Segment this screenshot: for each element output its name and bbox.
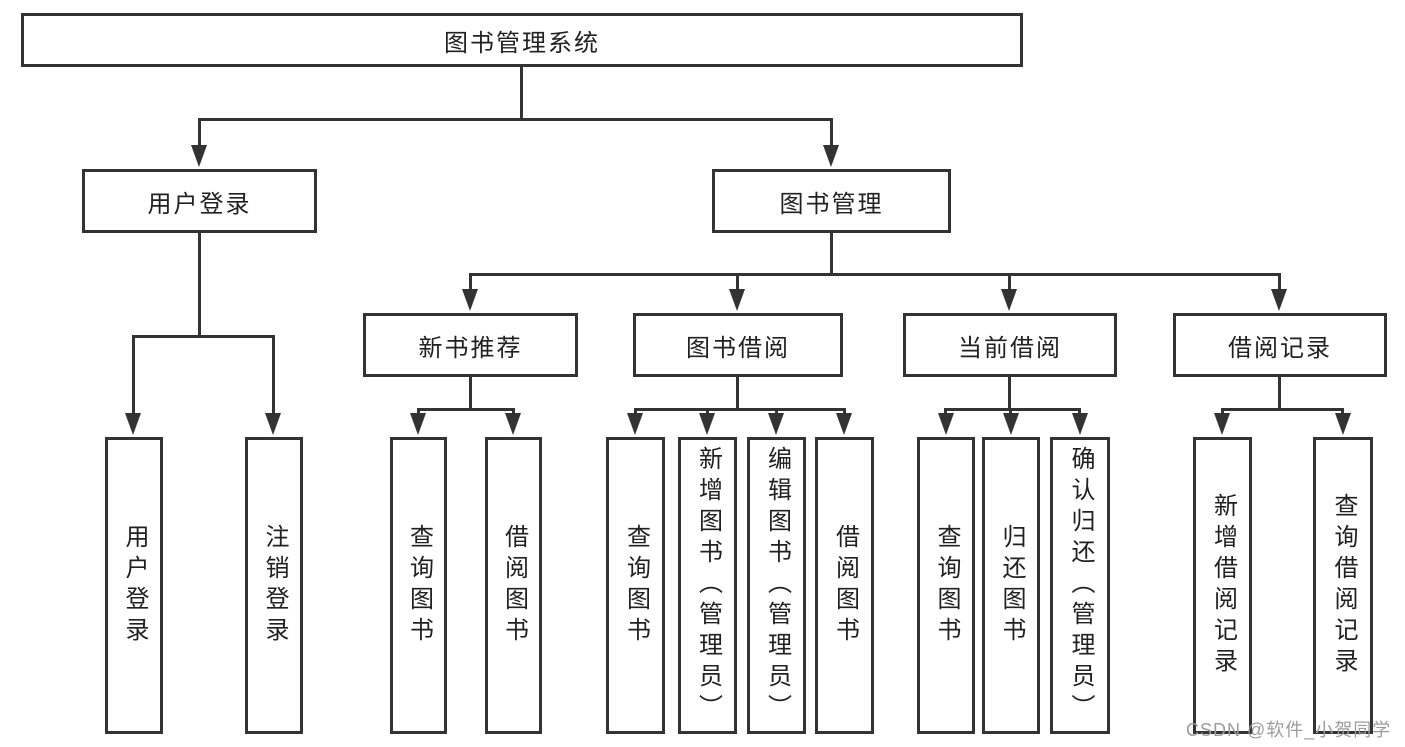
watermark: CSDN @软件_小贺同学 [1186,720,1392,740]
node-borrowing-records: 借阅记录 [1173,313,1387,377]
arrowhead [1335,413,1351,435]
arrowhead [125,413,141,435]
arrowhead [265,413,281,435]
arrowhead [729,289,745,311]
node-book-management: 图书管理 [712,169,951,233]
connector-book-borrow-bar [634,408,846,411]
connector-to-user-login-leaf [132,335,135,415]
connector-leaf-drop [512,408,515,416]
connector-root-bar [198,118,833,121]
node-confirm-return-admin: 确认归还（管理员） [1050,437,1110,734]
connector-book-borrow-stem [736,377,739,411]
arrowhead [1072,413,1088,435]
arrowhead [938,413,954,435]
connector-leaf-drop [1341,408,1344,416]
connector-to-new-book-rec [469,273,472,291]
connector-borrow-records-stem [1278,377,1281,411]
arrowhead [1214,413,1230,435]
connector-to-current-borrow [1008,273,1011,291]
connector-root-stem [520,67,523,121]
connector-current-borrow-bar [944,408,1081,411]
connector-book-mgmt-stem [830,233,833,276]
node-new-book-recommend: 新书推荐 [363,313,578,377]
connector-leaf-drop [1078,408,1081,416]
connector-leaf-drop [417,408,420,416]
node-borrow-books-leaf: 借阅图书 [815,437,874,734]
arrowhead [1001,289,1017,311]
connector-root-to-user-login [198,118,201,147]
connector-leaf-drop [1221,408,1224,416]
connector-to-borrow-records [1278,273,1281,291]
arrowhead [768,413,784,435]
connector-user-login-bar [132,335,275,338]
connector-leaf-drop [1009,408,1012,416]
arrowhead [1003,413,1019,435]
connector-root-to-book-mgmt [830,118,833,147]
arrowhead [627,413,643,435]
connector-to-logout-leaf [272,335,275,415]
arrowhead [699,413,715,435]
node-logout-leaf: 注销登录 [245,437,303,734]
node-current-borrowing: 当前借阅 [903,313,1117,377]
connector-leaf-drop [944,408,947,416]
arrowhead [191,145,207,167]
arrowhead [410,413,426,435]
node-add-borrow-record: 新增借阅记录 [1193,437,1252,734]
arrowhead [462,289,478,311]
node-return-books: 归还图书 [982,437,1040,734]
arrowhead [836,413,852,435]
connector-book-mgmt-bar [469,273,1281,276]
connector-borrow-records-bar [1221,408,1344,411]
connector-leaf-drop [706,408,709,416]
connector-leaf-drop [843,408,846,416]
node-user-login-leaf: 用户登录 [105,437,163,734]
node-edit-books-admin: 编辑图书（管理员） [747,437,806,734]
node-query-books-current: 查询图书 [917,437,975,734]
node-book-borrowing: 图书借阅 [633,313,843,377]
connector-leaf-drop [775,408,778,416]
connector-leaf-drop [634,408,637,416]
connector-to-book-borrow [736,273,739,291]
arrowhead [1271,289,1287,311]
node-library-management-system: 图书管理系统 [21,13,1023,67]
connector-current-borrow-stem [1008,377,1011,411]
connector-new-book-stem [469,377,472,411]
node-query-books-newrec: 查询图书 [390,437,447,734]
connector-new-book-bar [417,408,515,411]
node-query-books-borrow: 查询图书 [606,437,665,734]
arrowhead [505,413,521,435]
connector-user-login-stem [198,233,201,338]
node-user-login: 用户登录 [82,169,317,233]
node-query-borrow-record: 查询借阅记录 [1313,437,1373,734]
arrowhead [823,145,839,167]
node-add-books-admin: 新增图书（管理员） [678,437,737,734]
node-borrow-books-newrec: 借阅图书 [485,437,542,734]
